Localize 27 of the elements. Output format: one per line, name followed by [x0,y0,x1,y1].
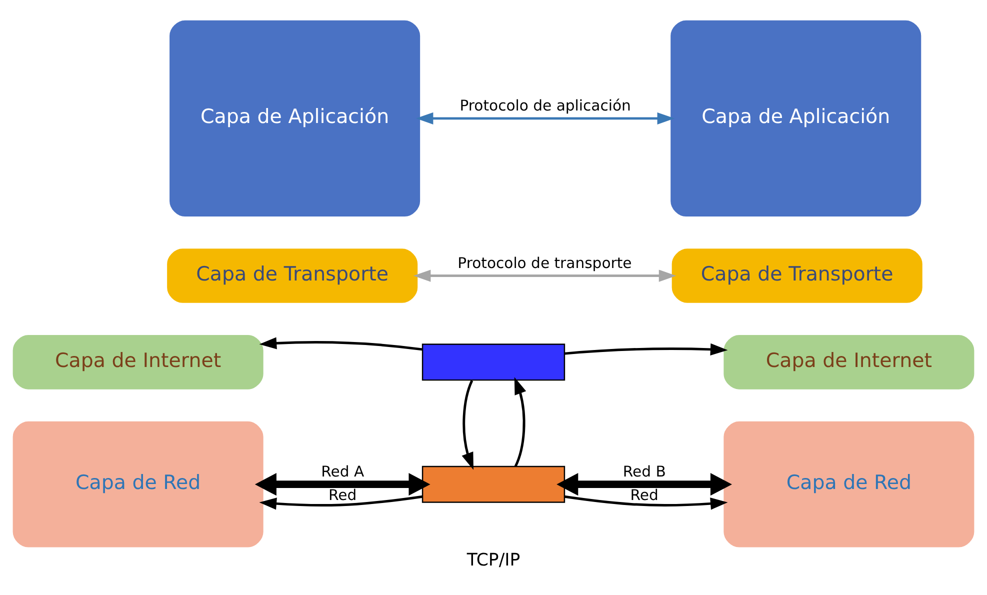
arrow [416,112,675,124]
caption: TCP/IP [466,550,520,570]
arrow [254,472,430,496]
arrow [556,472,732,496]
arrow [259,336,423,350]
edge-label: Red A [321,462,364,480]
node-box: Capa de Aplicación [170,20,420,216]
node-box: Capa de Red [12,420,264,547]
node-box: Capa de Transporte [672,248,922,302]
node-box: Capa de Internet [724,334,974,389]
node-box: Capa de Aplicación [670,20,922,216]
node-box [422,343,566,380]
node-box: Capa de Red [724,420,974,547]
arrow [259,494,423,510]
edge-label: Protocolo de transporte [458,254,632,272]
arrow [564,342,728,355]
node-box: Capa de Transporte [167,248,418,302]
node-box [422,465,566,502]
arrow [564,494,728,510]
arrow [514,376,526,466]
edge-label: Red [328,486,357,504]
edge-label: Protocolo de aplicación [460,97,631,114]
edge-label: Red [630,486,658,504]
edge-label: Red B [622,462,666,480]
node-box: Capa de Internet [12,334,264,389]
arrow [413,269,676,282]
arrow [462,380,474,470]
